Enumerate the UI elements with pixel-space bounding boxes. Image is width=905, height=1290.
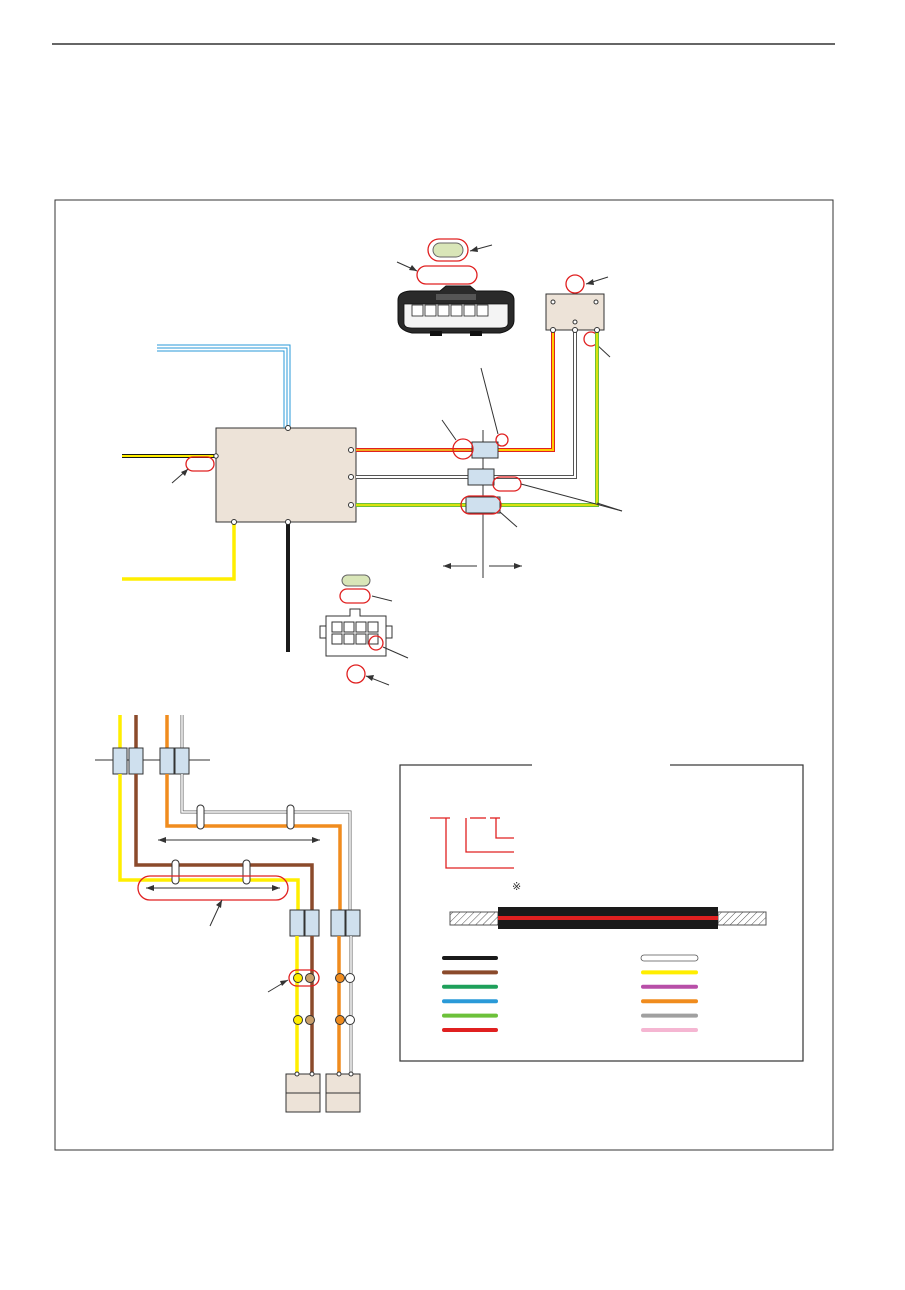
leader-line <box>441 419 457 441</box>
wire-yellow-bottom <box>122 522 236 581</box>
leader-arrow <box>409 265 417 271</box>
callout-bottom-tag <box>339 588 371 604</box>
multi-pin-connector-icon <box>397 285 515 336</box>
wire-blue-bundle <box>157 344 291 428</box>
right-component-group <box>545 274 611 358</box>
callout-wire-code <box>492 476 522 492</box>
sheathed-wire-icon <box>449 907 767 929</box>
leader-line <box>596 502 623 512</box>
leader-arrow <box>470 246 478 252</box>
diagram-frame <box>54 199 834 1151</box>
callout-pin-number <box>495 433 509 447</box>
callout-terminal <box>452 438 474 460</box>
callout-splice <box>288 969 320 987</box>
leader-line <box>520 483 623 512</box>
leader-line <box>382 646 409 659</box>
legend-swatch-outline <box>640 954 699 962</box>
callout-connector-code <box>460 495 502 515</box>
harness-connector <box>289 909 305 937</box>
connector-bottom-group <box>319 574 409 686</box>
lower-harness <box>95 715 361 1113</box>
connector-top-tag <box>432 242 464 258</box>
harness-connector <box>159 747 175 775</box>
legend-title-gap <box>532 760 670 770</box>
connector-top-group <box>396 238 515 336</box>
callout-component-id <box>565 274 585 294</box>
split-arrows <box>443 563 522 569</box>
callout-bottom-pin <box>368 635 384 651</box>
leader-arrow <box>181 469 188 476</box>
harness-connector <box>330 909 346 937</box>
connector-bottom-tag <box>341 574 371 587</box>
callout-bottom-number <box>346 664 366 684</box>
wire-code-diagram <box>430 817 514 869</box>
small-connector-icon <box>319 608 393 657</box>
leader-arrow <box>586 279 594 285</box>
legend-box: ※ <box>399 760 804 1062</box>
callout-left-wire <box>185 456 215 472</box>
harness-connector <box>304 909 320 937</box>
harness-connector <box>112 747 128 775</box>
inline-connector <box>471 441 499 459</box>
legend-swatches <box>442 954 699 1032</box>
callout-connector-tag <box>427 238 469 262</box>
harness-connector <box>174 747 190 775</box>
wire-white-gray-right <box>494 330 577 479</box>
callout-connector-name <box>416 265 478 285</box>
leader-line <box>480 367 499 435</box>
leader-line <box>499 511 518 528</box>
leader-line <box>371 595 393 602</box>
harness-connector <box>345 909 361 937</box>
main-component-box <box>215 427 357 523</box>
inline-connector <box>467 468 495 486</box>
wire-orange-red-right <box>498 330 555 452</box>
right-component-box <box>545 293 605 331</box>
inline-connector <box>465 496 501 514</box>
callout-dimension <box>137 875 289 901</box>
note-symbol: ※ <box>512 880 521 893</box>
harness-connector <box>128 747 144 775</box>
